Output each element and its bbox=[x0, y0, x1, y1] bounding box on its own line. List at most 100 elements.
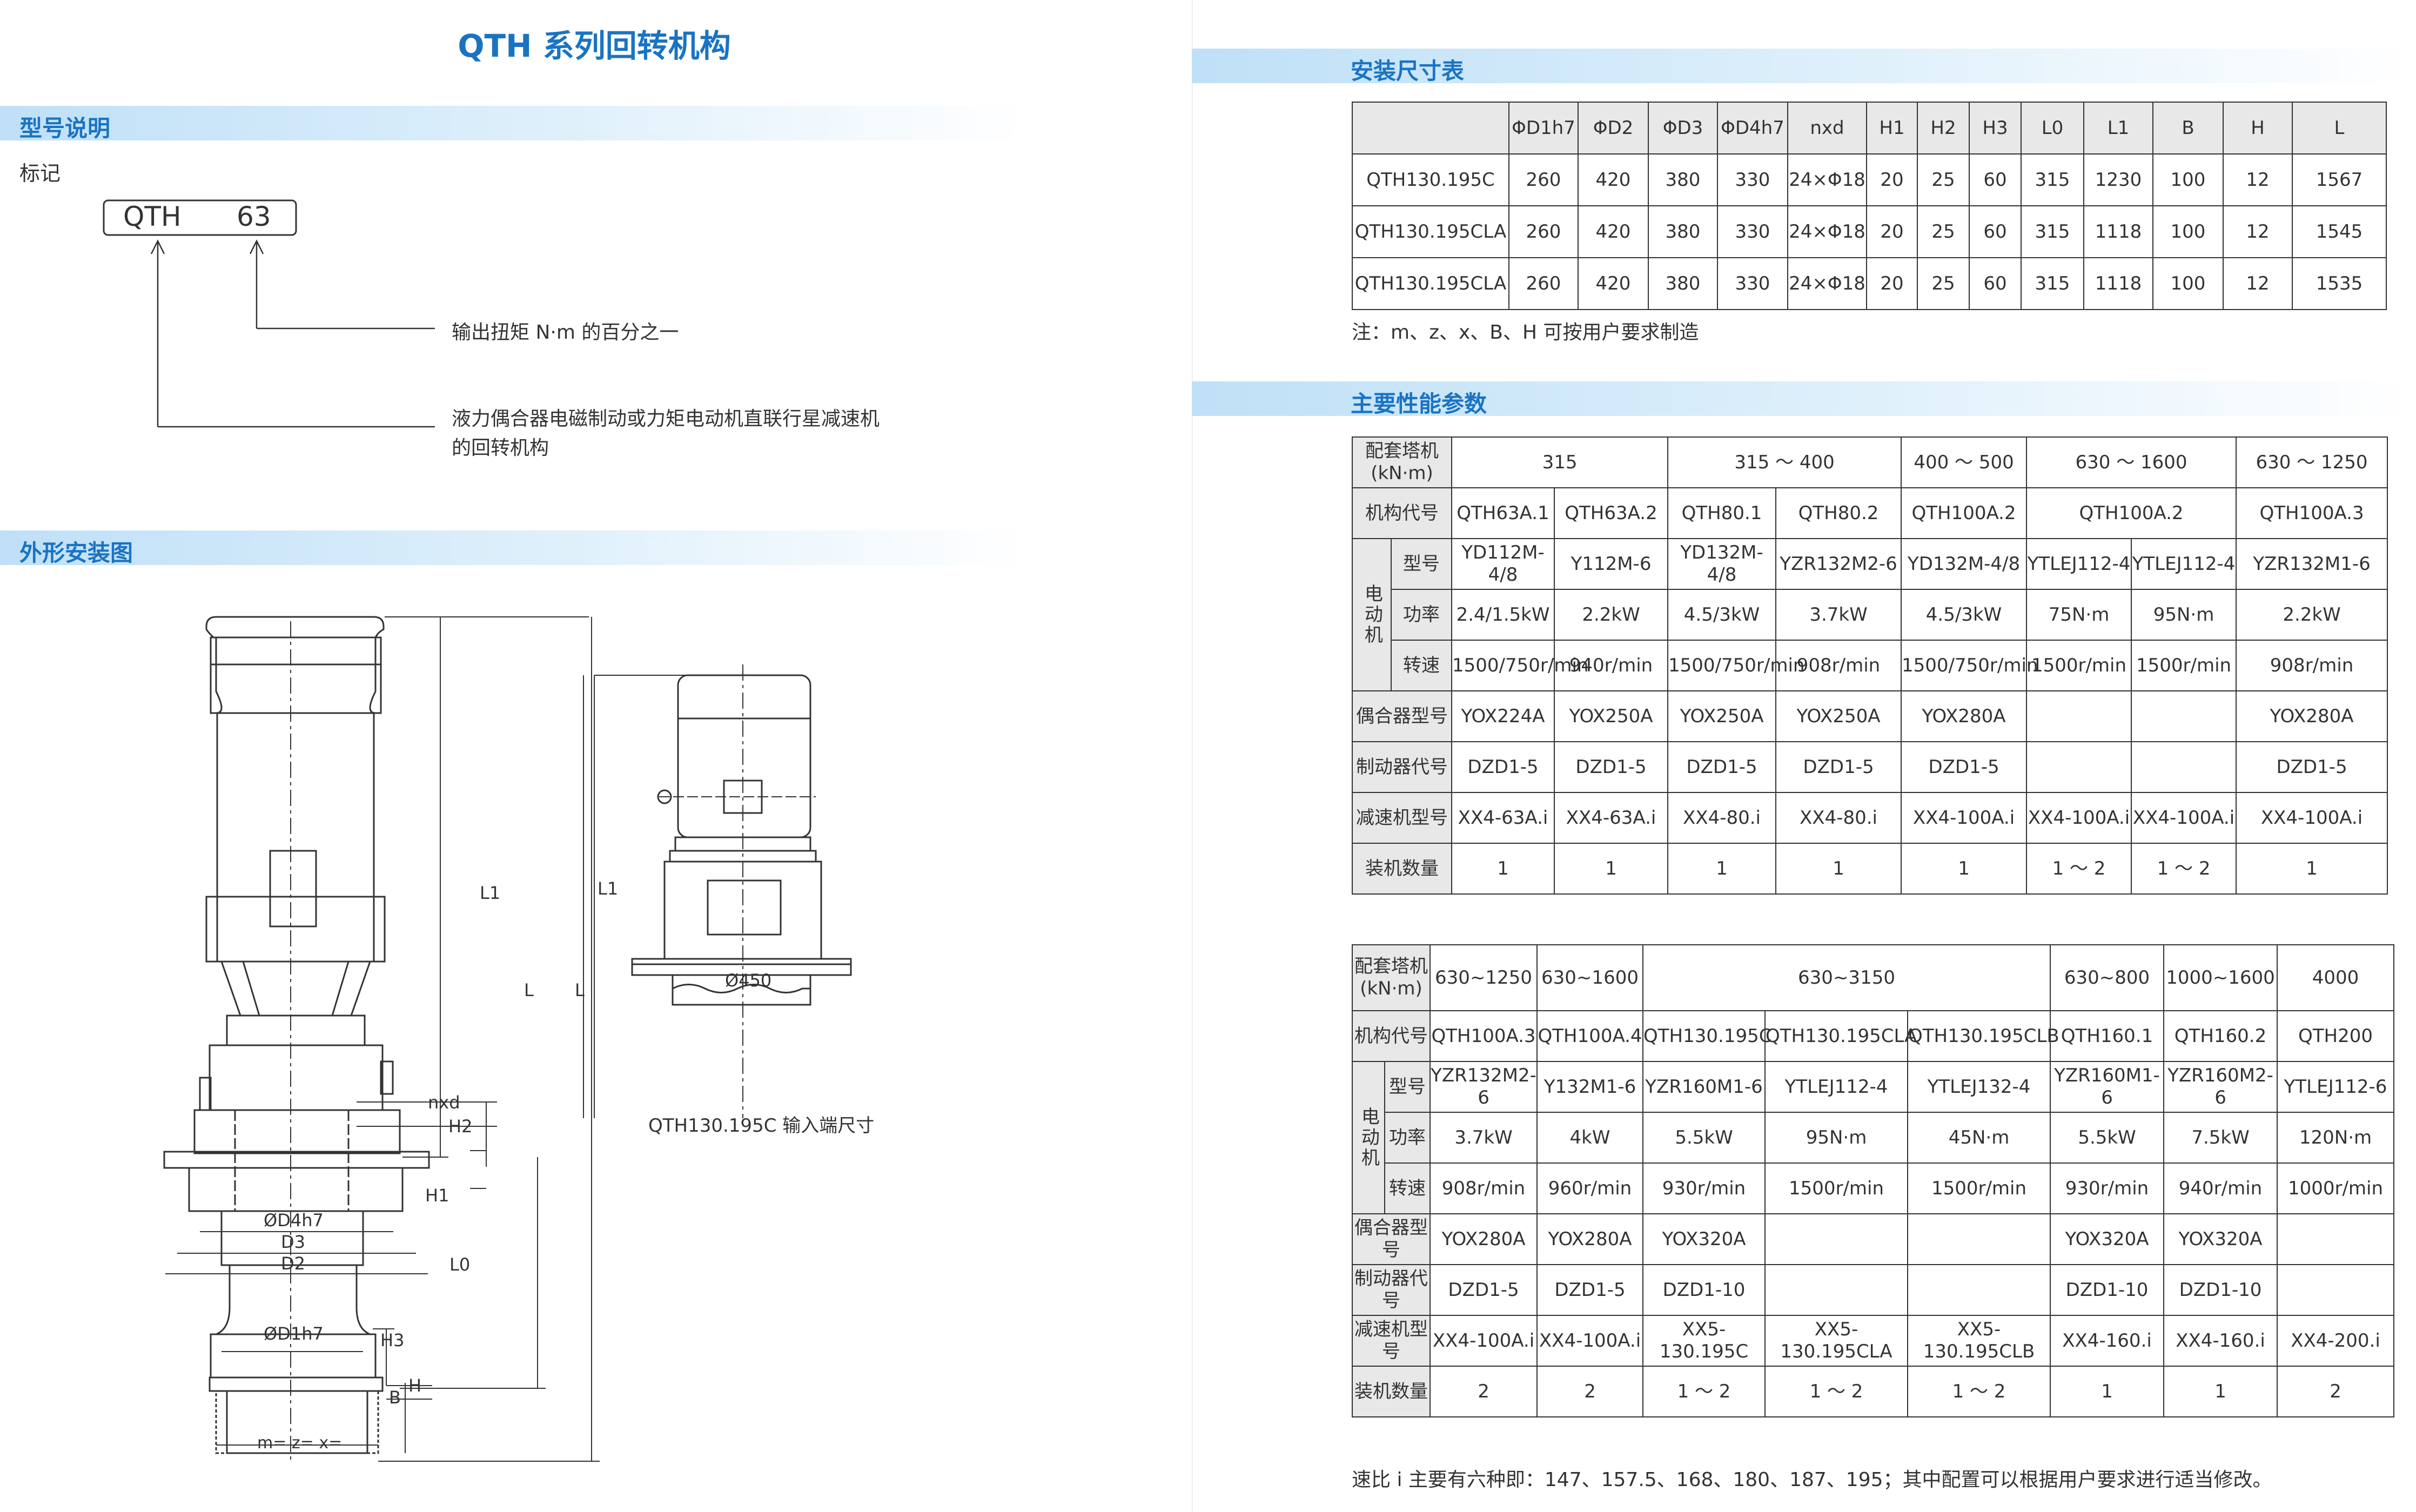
table-cell: 315 ～ 400 bbox=[1667, 436, 1902, 488]
note-description-line2: 的回转机构 bbox=[452, 437, 549, 459]
table-cell: 1000r/min bbox=[2277, 1162, 2395, 1214]
table-cell: 20 bbox=[1866, 205, 1918, 258]
model-code-diagram bbox=[103, 199, 435, 428]
table-cell: Y132M1-6 bbox=[1536, 1061, 1644, 1113]
table-cell: YOX320A bbox=[2050, 1213, 2165, 1265]
table-cell: YZR132M2-6 bbox=[1430, 1061, 1538, 1113]
table-cell: QTH130.195C bbox=[1352, 153, 1509, 206]
table-cell: YD132M-4/8 bbox=[1667, 538, 1777, 590]
table-cell: 380 bbox=[1648, 257, 1718, 310]
row-group-label: 电动机 bbox=[1352, 538, 1392, 691]
table-cell: YOX320A bbox=[1642, 1213, 1766, 1265]
page-title: QTH 系列回转机构 bbox=[458, 28, 731, 64]
table-row: 配套塔机 (kN·m) 315 315 ～ 400 400 ～ 500 630 … bbox=[1351, 436, 2388, 488]
table-cell: 24×Φ18 bbox=[1787, 153, 1867, 206]
label-nxd: nxd bbox=[428, 1092, 460, 1113]
header-cell: H3 bbox=[1969, 102, 2022, 154]
section-title: 型号说明 bbox=[19, 115, 111, 142]
table-cell: 1 bbox=[1667, 843, 1777, 895]
label-l: L bbox=[524, 980, 534, 1000]
section-title: 安装尺寸表 bbox=[1351, 58, 1465, 84]
table-cell: XX4-63A.i bbox=[1451, 792, 1555, 844]
row-label: 制动器代号 bbox=[1351, 741, 1453, 793]
table-cell: XX4-160.i bbox=[2050, 1315, 2165, 1367]
table-cell: 2 bbox=[2277, 1366, 2395, 1417]
label-h1: H1 bbox=[425, 1185, 449, 1206]
table-cell: YOX250A bbox=[1667, 690, 1777, 742]
note-torque: 输出扭矩 N·m 的百分之一 bbox=[452, 321, 679, 344]
table-cell: QTH63A.2 bbox=[1554, 487, 1669, 539]
table-cell: 1 bbox=[1775, 843, 1902, 895]
table-cell: YOX224A bbox=[1451, 690, 1555, 742]
table-cell: DZD1-5 bbox=[1554, 741, 1669, 793]
section-header-model: 型号说明 bbox=[0, 106, 1026, 142]
label-mzx: m= z= x= bbox=[257, 1434, 343, 1453]
table-row: 偶合器型号 YOX280A YOX280A YOX320A YOX320A YO… bbox=[1351, 1213, 2395, 1265]
header-cell: ΦD3 bbox=[1648, 102, 1718, 154]
header-cell: H bbox=[2223, 102, 2293, 154]
table-cell: 5.5kW bbox=[1642, 1112, 1766, 1164]
table-cell: 75N·m bbox=[2026, 589, 2132, 641]
table-cell: YOX280A bbox=[1430, 1213, 1538, 1265]
table-cell: XX4-100A.i bbox=[1901, 792, 2028, 844]
table-cell: 60 bbox=[1969, 153, 2022, 206]
header-cell: H2 bbox=[1917, 102, 1970, 154]
table-cell: 1500/750r/min bbox=[1667, 640, 1804, 691]
table-row: 电动机 型号 YZR132M2-6 Y132M1-6 YZR160M1-6 YT… bbox=[1352, 1061, 2395, 1214]
table-cell: QTH80.2 bbox=[1775, 487, 1902, 539]
table-cell: QTH130.195CLB bbox=[1907, 1010, 2059, 1062]
row-label: 装机数量 bbox=[1351, 1366, 1431, 1417]
table-cell: 1 ～ 2 bbox=[1907, 1366, 2051, 1417]
table-cell: 630~3150 bbox=[1642, 944, 2051, 1011]
table-cell: 25 bbox=[1917, 153, 1970, 206]
table-cell: 45N·m bbox=[1907, 1112, 2051, 1164]
table-cell: 1500r/min bbox=[2131, 640, 2237, 691]
mark-label: 标记 bbox=[19, 162, 61, 185]
header-cell: ΦD2 bbox=[1578, 102, 1649, 154]
table-cell: 315 bbox=[2021, 257, 2084, 310]
model-code-box bbox=[103, 199, 297, 236]
table-row: 偶合器型号 YOX224A YOX250A YOX250A YOX250A YO… bbox=[1351, 690, 2388, 742]
table-cell: YTLEJ112-4 bbox=[2131, 538, 2237, 590]
table-cell: 630~1250 bbox=[1430, 944, 1538, 1011]
table-cell: XX4-80.i bbox=[1667, 792, 1777, 844]
input-end-drawing bbox=[583, 664, 852, 1118]
table-cell: DZD1-5 bbox=[1667, 741, 1777, 793]
table-cell bbox=[1907, 1264, 2051, 1316]
table-cell: 2.4/1.5kW bbox=[1451, 589, 1555, 641]
table-cell: 100 bbox=[2152, 205, 2224, 258]
table-cell: QTH100A.2 bbox=[1901, 487, 2028, 539]
table-cell: 1545 bbox=[2292, 205, 2387, 258]
table-cell: QTH100A.4 bbox=[1536, 1010, 1644, 1062]
section-header-drawing: 外形安装图 bbox=[0, 530, 1026, 566]
header-cell: ΦD4h7 bbox=[1717, 102, 1788, 154]
footer-note: 速比 i 主要有六种即：147、157.5、168、180、187、195；其中… bbox=[1352, 1469, 2272, 1491]
label-d3: D3 bbox=[281, 1232, 305, 1252]
table-cell: 330 bbox=[1717, 257, 1788, 310]
table-cell: 4.5/3kW bbox=[1667, 589, 1777, 641]
table-cell: QTH200 bbox=[2277, 1010, 2395, 1062]
label-l0: L0 bbox=[449, 1254, 471, 1275]
table-cell: 420 bbox=[1578, 205, 1649, 258]
table-row: 制动器代号 DZD1-5 DZD1-5 DZD1-10 DZD1-10 DZD1… bbox=[1351, 1264, 2395, 1316]
table-cell: XX4-80.i bbox=[1775, 792, 1902, 844]
table-cell: 960r/min bbox=[1536, 1162, 1644, 1214]
table-cell: YOX320A bbox=[2163, 1213, 2278, 1265]
table-cell: DZD1-10 bbox=[2050, 1264, 2165, 1316]
table-cell: YZR160M1-6 bbox=[1642, 1061, 1766, 1113]
row-label: 制动器代号 bbox=[1351, 1264, 1431, 1316]
table-cell: 1500/750r/min bbox=[1901, 640, 2038, 691]
section-title: 外形安装图 bbox=[19, 540, 133, 566]
table-cell: XX4-100A.i bbox=[2026, 792, 2132, 844]
header-cell: L1 bbox=[2083, 102, 2153, 154]
row-label: 转速 bbox=[1390, 640, 1453, 691]
label-l1-input: L1 bbox=[598, 878, 619, 899]
row-group-label: 电动机 bbox=[1352, 1061, 1385, 1214]
arrow-up-icon bbox=[249, 239, 264, 254]
table-cell bbox=[2131, 690, 2237, 742]
row-label: 偶合器型号 bbox=[1351, 1213, 1431, 1265]
table-cell: QTH130.195CLA bbox=[1764, 1010, 1917, 1062]
label-h3: H3 bbox=[380, 1330, 405, 1350]
table-cell: Y112M-6 bbox=[1554, 538, 1669, 590]
table-cell: QTH80.1 bbox=[1667, 487, 1777, 539]
